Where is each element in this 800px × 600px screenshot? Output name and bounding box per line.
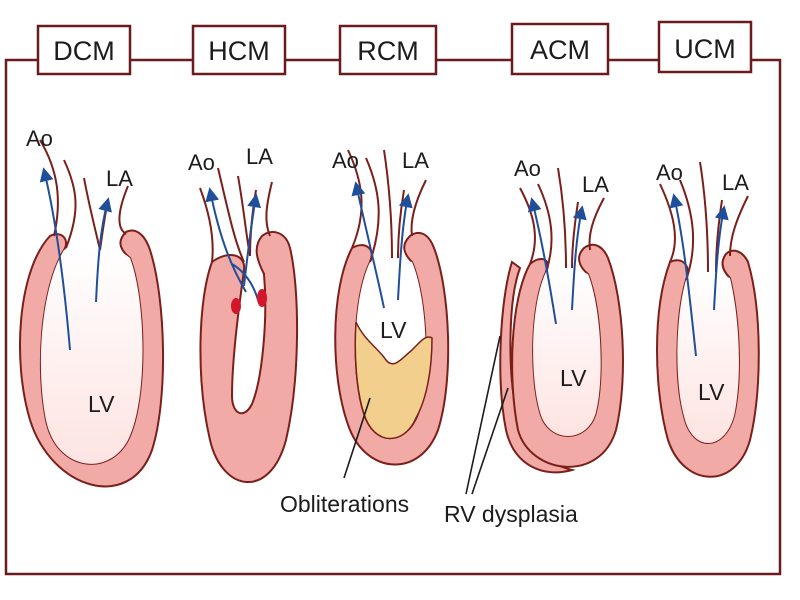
- label-la-rcm: LA: [402, 148, 429, 173]
- label-ao-rcm: Ao: [332, 148, 359, 173]
- arrow-ao-acm: [527, 197, 557, 325]
- label-lv-acm: LV: [560, 365, 587, 391]
- pointer-rv-dysplasia-2: [471, 387, 509, 495]
- arrow-ao-hcm: [205, 187, 247, 293]
- heart-dcm: Ao LA LV: [19, 126, 165, 488]
- obliteration-region: [354, 321, 433, 440]
- header-hcm-label: HCM: [208, 36, 270, 66]
- arrow-la-rcm: [397, 193, 413, 301]
- heart-hcm-wall: [199, 231, 299, 483]
- label-lv-rcm: LV: [380, 317, 407, 343]
- arrow-ao-dcm: [39, 167, 71, 351]
- header-ucm: UCM: [657, 20, 753, 74]
- arrow-ao-ucm: [669, 193, 697, 357]
- caption-rv-dysplasia: RV dysplasia: [444, 501, 578, 527]
- label-lv-ucm: LV: [698, 379, 725, 405]
- pointer-rv-dysplasia-1: [465, 335, 501, 495]
- label-la-ucm: LA: [722, 170, 749, 195]
- septal-dot-left: [231, 298, 241, 314]
- label-ao-dcm: Ao: [26, 126, 53, 151]
- heart-dcm-cavity: [40, 246, 143, 464]
- pointer-obliterations: [343, 397, 371, 479]
- header-dcm: DCM: [36, 24, 132, 76]
- arrow-ao-rcm: [351, 181, 385, 309]
- arrow-la-acm: [571, 205, 587, 311]
- arrow-la-dcm: [95, 197, 112, 303]
- heart-hcm: Ao LA: [188, 144, 299, 483]
- caption-obliterations: Obliterations: [280, 491, 409, 517]
- label-lv-dcm: LV: [88, 391, 115, 417]
- header-dcm-label: DCM: [53, 36, 115, 66]
- header-ucm-label: UCM: [674, 34, 736, 64]
- label-ao-hcm: Ao: [188, 150, 215, 175]
- heart-acm-cavity: [533, 269, 601, 436]
- label-la-dcm: LA: [106, 166, 133, 191]
- label-la-acm: LA: [582, 172, 609, 197]
- arrow-la-ucm: [713, 205, 729, 311]
- header-acm: ACM: [510, 22, 610, 76]
- header-hcm: HCM: [191, 24, 287, 76]
- heart-rcm: Ao LA LV: [332, 148, 450, 479]
- header-acm-label: ACM: [530, 35, 590, 65]
- label-ao-ucm: Ao: [656, 160, 683, 185]
- heart-acm: Ao LA LV: [465, 156, 624, 495]
- heart-ucm-cavity: [677, 273, 739, 443]
- label-ao-acm: Ao: [514, 156, 541, 181]
- header-rcm-label: RCM: [357, 36, 419, 66]
- septal-dot-right: [257, 289, 267, 307]
- label-la-hcm: LA: [246, 144, 273, 169]
- header-rcm: RCM: [338, 24, 438, 76]
- heart-ucm: Ao LA LV: [656, 160, 760, 478]
